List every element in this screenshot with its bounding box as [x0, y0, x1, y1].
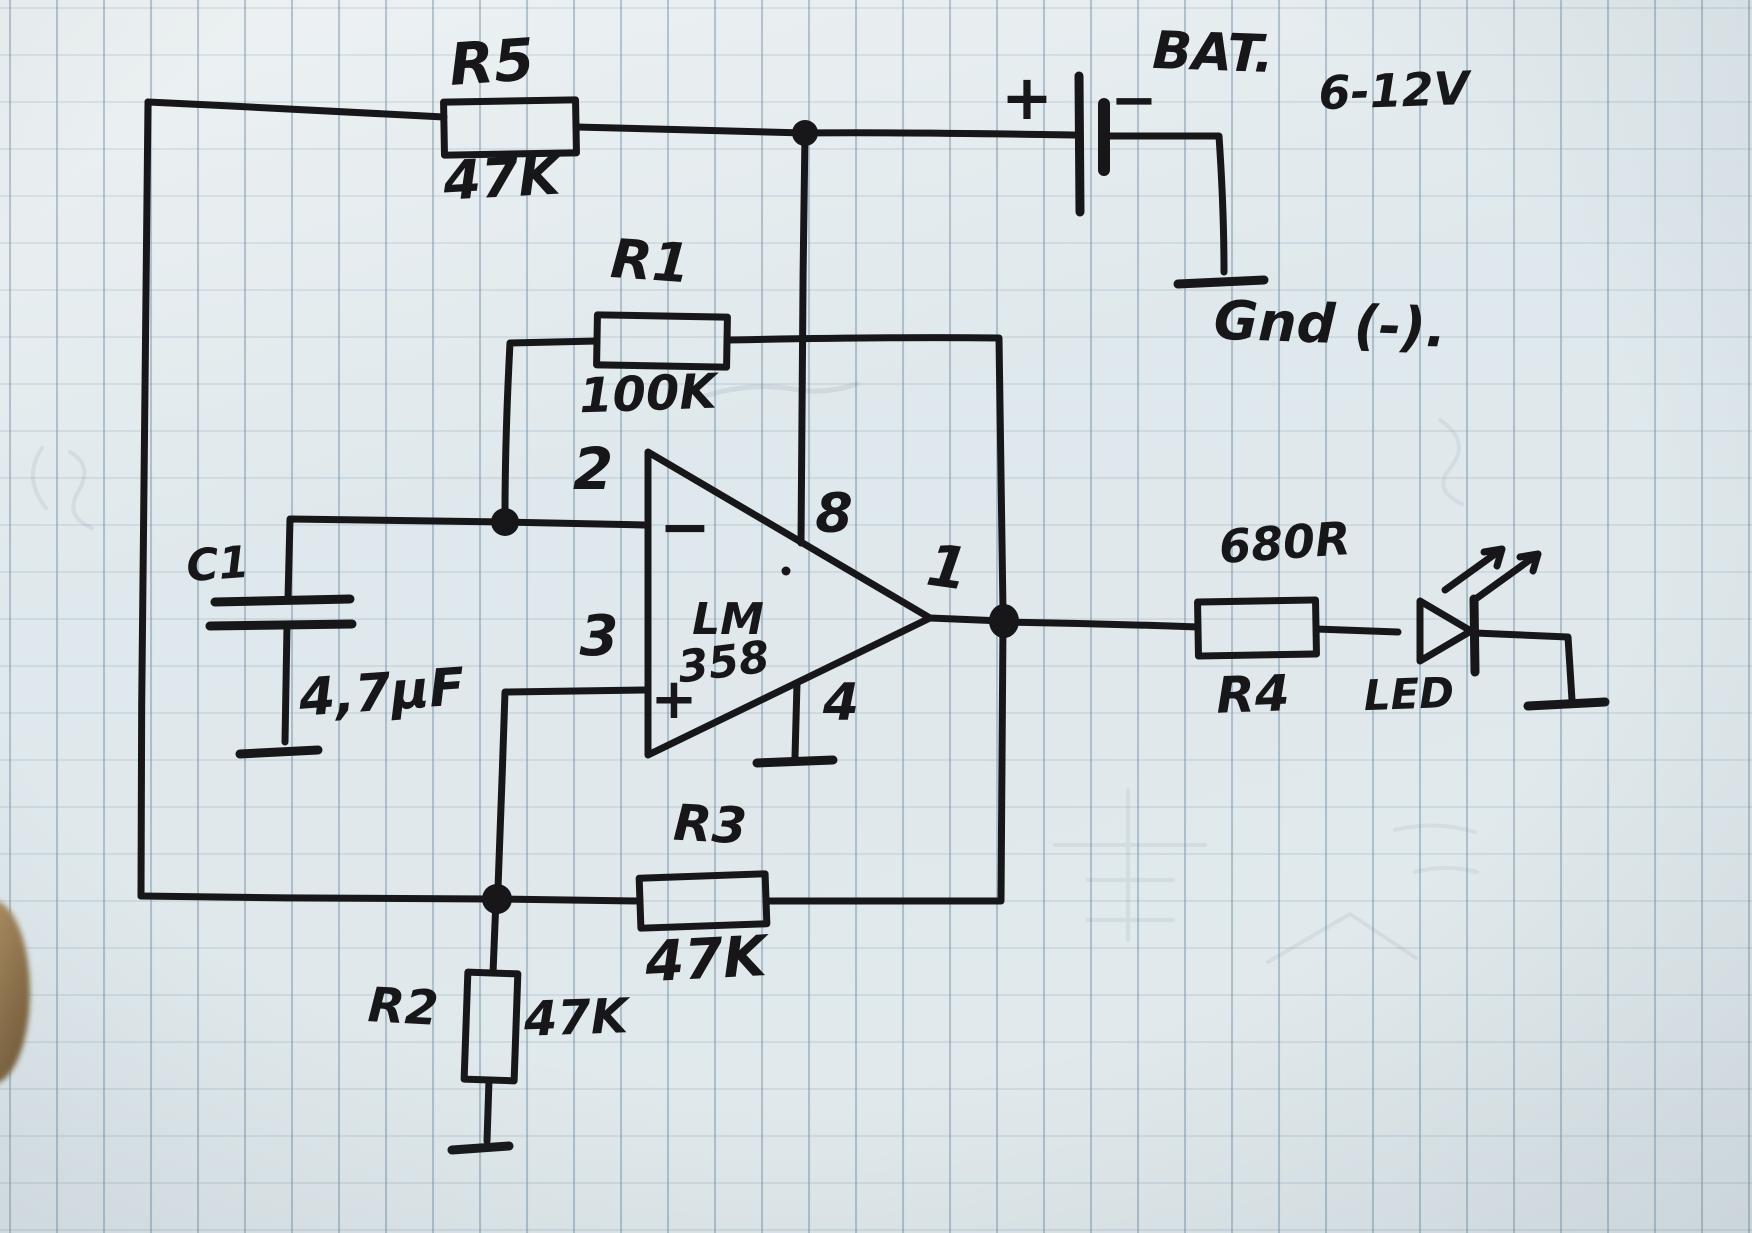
photo-vignette: [0, 0, 1752, 1233]
schematic-canvas: R5 47K R1 100K R2 47K R3 47K R4 680R C1 …: [0, 0, 1752, 1233]
photo-of-schematic: R5 47K R1 100K R2 47K R3 47K R4 680R C1 …: [0, 0, 1752, 1233]
